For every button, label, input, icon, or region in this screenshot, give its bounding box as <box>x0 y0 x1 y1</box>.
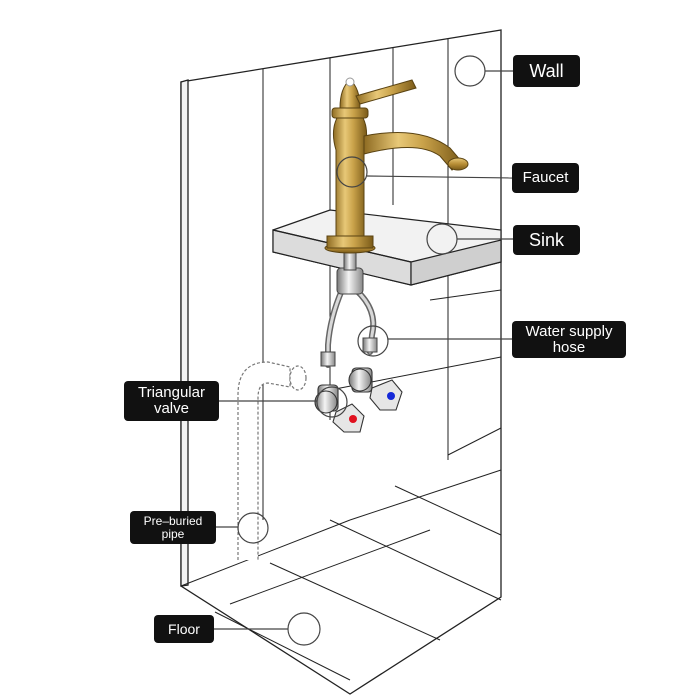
wall-label: Wall <box>513 55 580 87</box>
faucet-label: Faucet <box>512 163 579 193</box>
sink-label-text: Sink <box>528 229 564 250</box>
floor-tiles <box>180 469 502 681</box>
triangular-valve-label-text: Triangular valve <box>138 384 205 417</box>
sink-countertop <box>272 209 502 286</box>
pre-buried-pipe-label-text: Pre–buried pipe <box>143 513 203 541</box>
faucet-label-text: Faucet <box>522 169 569 187</box>
sink-label: Sink <box>513 225 580 255</box>
buried-pipe <box>237 361 307 560</box>
pre-buried-pipe-label: Pre–buried pipe <box>130 511 216 544</box>
floor-label: Floor <box>154 615 214 643</box>
triangular-valve-label: Triangular valve <box>124 381 219 421</box>
angle-valve <box>314 367 403 433</box>
supply-hose <box>320 251 378 368</box>
wall-label-text: Wall <box>529 60 564 81</box>
callout-leaders <box>214 55 513 646</box>
water-supply-hose-label-text: Water supply hose <box>525 322 613 356</box>
floor-label-text: Floor <box>168 620 200 637</box>
faucet-icon <box>324 77 469 254</box>
water-supply-hose-label: Water supply hose <box>512 321 626 358</box>
